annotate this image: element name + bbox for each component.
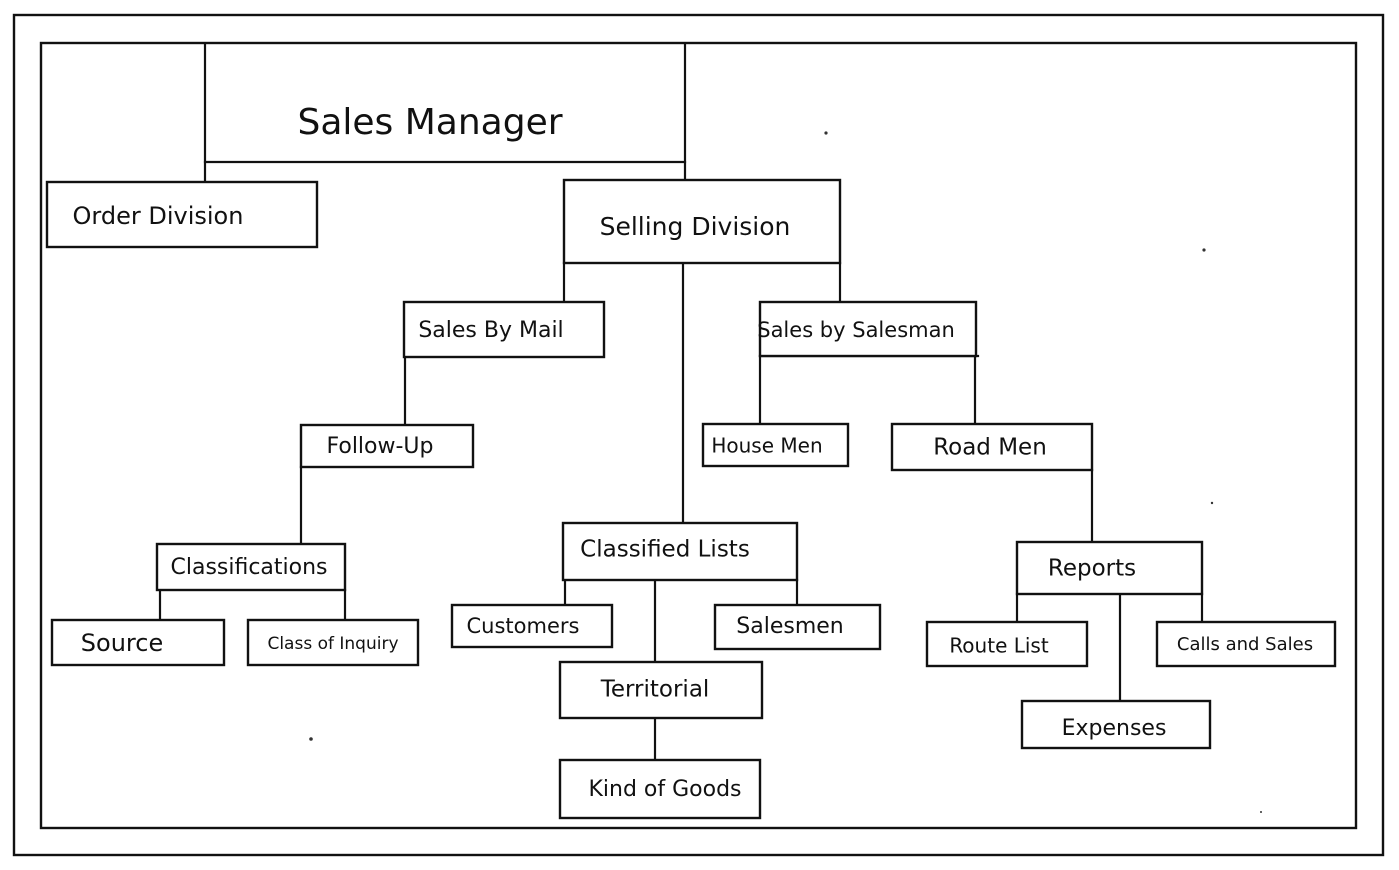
speck [1202,248,1206,252]
node-reports: Reports [1015,540,1204,596]
node-box [558,660,764,720]
node-class-of-inquiry: Class of Inquiry [246,618,420,667]
node-salesmen: Salesmen [713,603,882,651]
node-sales-by-mail: Sales By Mail [402,300,606,359]
node-label: Route List [949,634,1049,658]
node-label: Expenses [1062,716,1167,741]
node-box [45,180,319,249]
node-selling-division: Selling Division [562,178,842,265]
node-classified-lists: Classified Lists [561,521,799,582]
node-house-men: House Men [701,422,850,468]
node-label: Classified Lists [580,537,750,563]
node-route-list: Route List [925,620,1089,668]
node-box [890,422,1094,472]
node-calls-and-sales: Calls and Sales [1155,620,1337,668]
node-box [758,300,978,358]
node-box [50,618,226,667]
inner-frame [39,41,1358,830]
node-label: Salesmen [736,614,843,639]
node-customers: Customers [450,603,614,649]
node-label: Follow-Up [326,434,433,459]
node-box [1155,620,1337,668]
outer-frame [12,13,1385,857]
node-box [1020,699,1212,750]
node-label: Calls and Sales [1177,634,1313,655]
node-label: House Men [711,434,822,458]
node-label: Classifications [170,555,327,580]
node-label: Customers [467,614,580,638]
node-follow-up: Follow-Up [299,423,475,469]
paper-specks [309,131,1262,813]
node-order-division: Order Division [45,180,319,249]
node-label: Order Division [73,202,244,230]
node-box [402,300,606,359]
node-label: Kind of Goods [588,777,741,802]
node-box [450,603,614,649]
node-label: Sales by Salesman [757,318,955,342]
node-territorial: Territorial [558,660,764,720]
node-label: Road Men [933,435,1047,461]
node-label: Reports [1048,556,1136,582]
node-box [558,758,762,820]
speck [824,131,828,135]
node-label: Class of Inquiry [267,634,398,654]
node-box [562,178,842,265]
speck [309,737,313,741]
node-box [299,423,475,469]
node-sales-manager-label: Sales Manager [297,102,562,143]
node-box [713,603,882,651]
node-sales-by-salesman: Sales by Salesman [757,300,978,358]
node-road-men: Road Men [890,422,1094,472]
node-box [925,620,1089,668]
node-label: Sales By Mail [418,318,563,343]
node-classifications: Classifications [155,542,347,592]
node-box [701,422,850,468]
node-kind-of-goods: Kind of Goods [558,758,762,820]
node-box [561,521,799,582]
speck [1210,501,1214,505]
node-label: Territorial [600,677,710,703]
node-box [155,542,347,592]
node-label: Source [81,629,163,657]
node-source: Source [50,618,226,667]
node-box [1015,540,1204,596]
speck [1260,811,1262,813]
node-box [246,618,420,667]
node-expenses: Expenses [1020,699,1212,750]
node-label: Selling Division [600,212,791,241]
